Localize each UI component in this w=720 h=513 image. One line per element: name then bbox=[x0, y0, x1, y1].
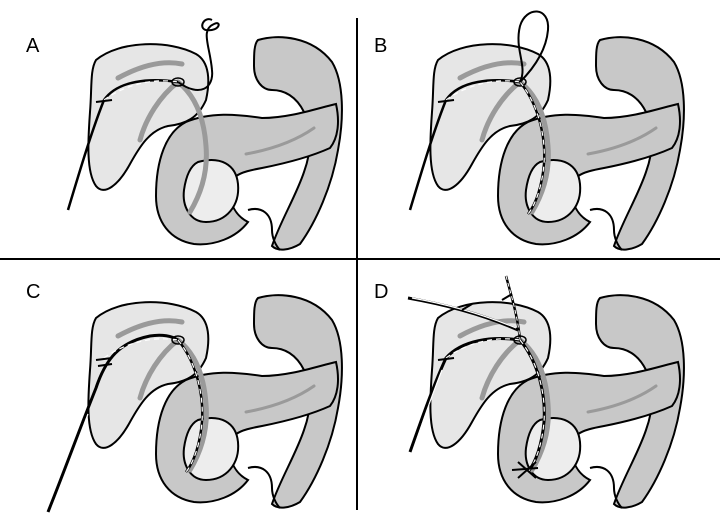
panel-label-a: A bbox=[26, 35, 40, 57]
panel-label-c: C bbox=[26, 281, 40, 303]
panel-b: B bbox=[374, 11, 684, 250]
panel-label-d: D bbox=[374, 281, 388, 303]
panel-a: A bbox=[26, 19, 342, 250]
panel-d: D bbox=[374, 276, 684, 508]
panel-c: C bbox=[26, 281, 342, 512]
panel-label-b: B bbox=[374, 35, 387, 57]
